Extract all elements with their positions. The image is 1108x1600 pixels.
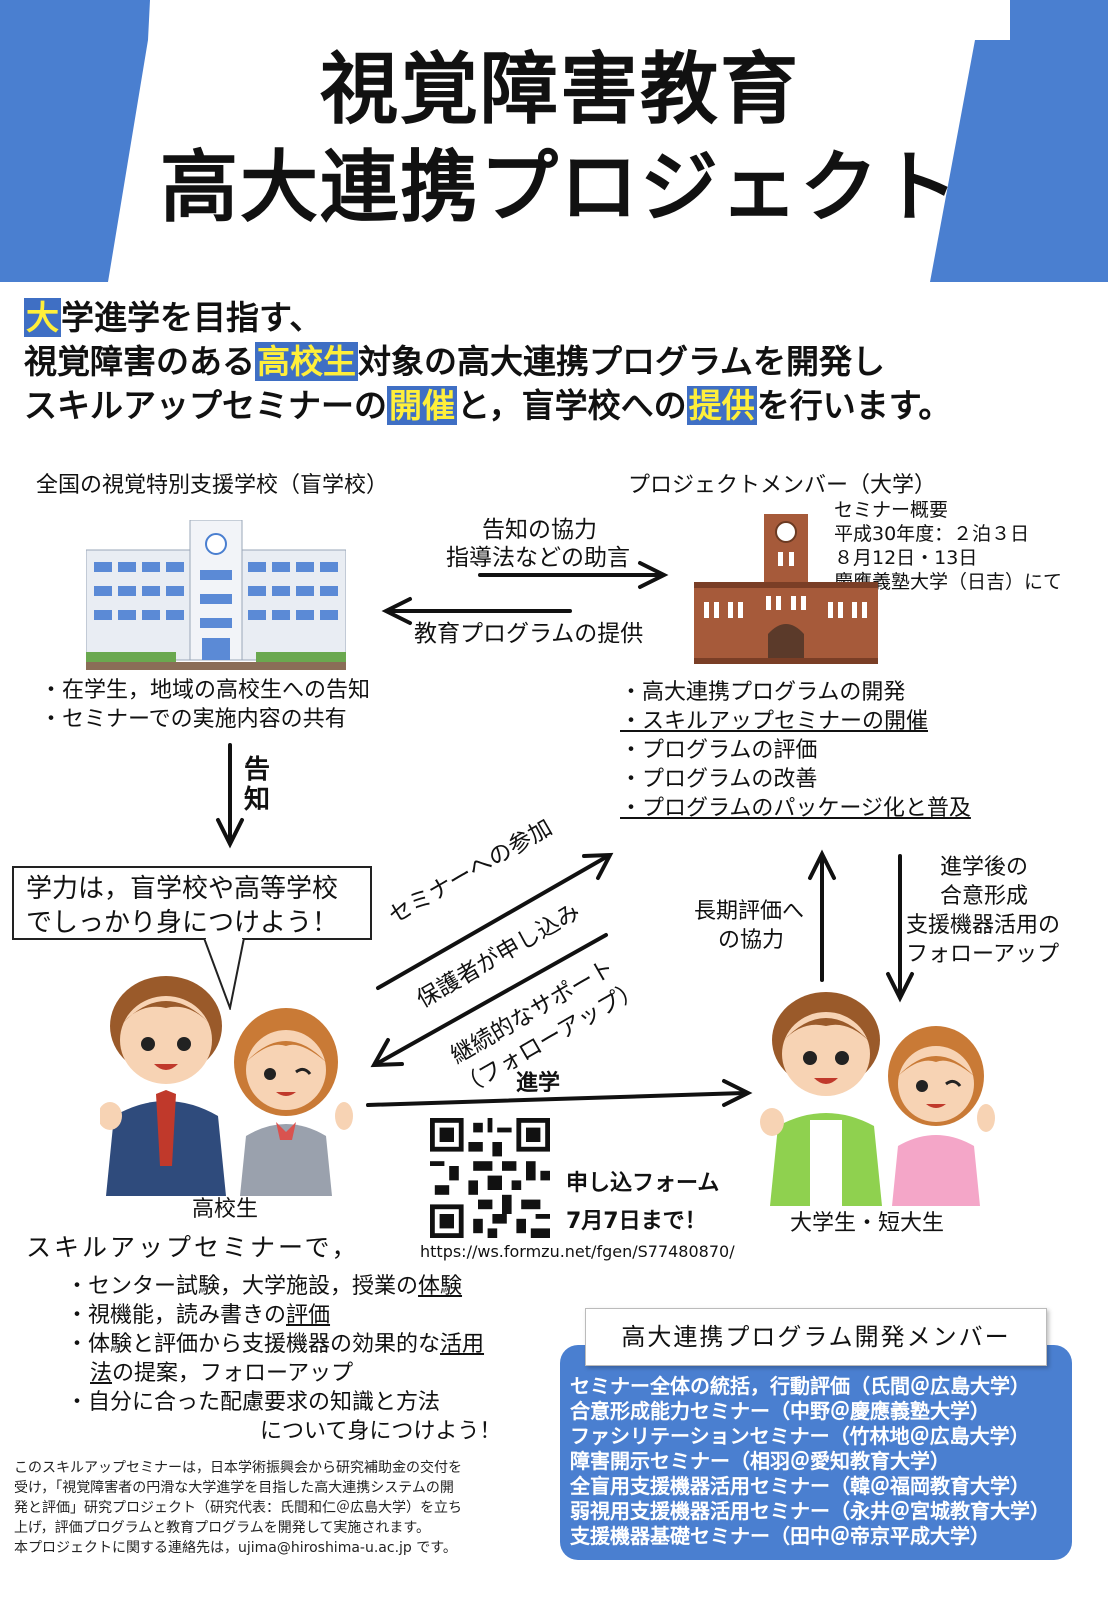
footnote-line: 受け，「視覚障害者の円滑な大学進学を目指した高大連携システムの開 bbox=[14, 1480, 454, 1496]
seminar-point-4: ・自分に合った配慮要求の知識と方法 bbox=[66, 1390, 441, 1415]
seminar-point-4-cont: について身につけよう！ bbox=[260, 1419, 502, 1444]
bubble-line-1: 学力は，盲学校や高等学校 bbox=[26, 874, 339, 904]
speech-bubble-tail bbox=[202, 938, 246, 1010]
seminar-point-3: ・体験と評価から支援機器の効果的な活用 bbox=[66, 1331, 484, 1359]
highlight: 提供 bbox=[686, 386, 757, 425]
school-item-2: ・セミナーでの実施内容の共有 bbox=[40, 707, 347, 732]
arrow-label-program-provision: 教育プログラムの提供 bbox=[414, 621, 644, 647]
intro-line-2: 視覚障害のある高校生対象の高大連携プログラムを開発し bbox=[24, 340, 885, 384]
footnote: このスキルアップセミナーは，日本学術振興会から研究補助金の交付を 受け，「視覚障… bbox=[14, 1458, 542, 1558]
seminar-title: セミナー概要 bbox=[834, 499, 949, 521]
seminar-line-1: 平成30年度：２泊３日 bbox=[834, 523, 1030, 545]
intro-text: 視覚障害のある bbox=[24, 342, 255, 381]
highlight: 大 bbox=[24, 298, 61, 337]
school-heading: 全国の視覚特別支援学校（盲学校） bbox=[36, 473, 389, 498]
arrow-label-advice: 指導法などの助言 bbox=[446, 545, 630, 571]
member-item-7: 支援機器基礎セミナー（田中＠帝京平成大学） bbox=[570, 1524, 990, 1548]
speech-bubble: 学力は，盲学校や高等学校 でしっかり身につけよう！ bbox=[12, 866, 372, 940]
member-item-3: ファシリテーションセミナー（竹林地＠広島大学） bbox=[570, 1424, 1030, 1448]
page-title-line-1: 視覚障害教育 bbox=[319, 45, 800, 135]
point-emphasis: 体験 bbox=[418, 1274, 463, 1299]
arrow-label-after-3: 支援機器活用の bbox=[906, 913, 1061, 938]
seminar-lead: スキルアップセミナーで， bbox=[26, 1233, 360, 1262]
point-text: ・センター試験，大学施設，授業の bbox=[66, 1274, 419, 1299]
arrow-label-notice-2: 知 bbox=[244, 785, 271, 815]
intro-text: を行います。 bbox=[756, 386, 952, 425]
member-item-5: 全盲用支援機器活用セミナー（韓＠福岡教育大学） bbox=[570, 1474, 1030, 1498]
university-building-icon bbox=[694, 514, 878, 664]
bubble-line-2: でしっかり身につけよう！ bbox=[26, 908, 339, 938]
intro-text: 対象の高大連携プログラムを開発し bbox=[358, 342, 886, 381]
highlight: 高校生 bbox=[255, 342, 358, 381]
members-panel bbox=[560, 1345, 1072, 1560]
high-school-students-illustration bbox=[100, 976, 353, 1196]
point-text: の提案，フォローアップ bbox=[112, 1361, 354, 1386]
college-students-illustration bbox=[760, 992, 995, 1206]
university-item-3: ・プログラムの評価 bbox=[620, 738, 818, 763]
point-text: ・視機能，読み書きの bbox=[66, 1303, 287, 1328]
arrow-label-long-eval-1: 長期評価へ bbox=[694, 899, 805, 924]
footnote-line: 上げ，評価プログラムと教育プログラムを開発して実施されます。 bbox=[14, 1520, 430, 1536]
form-url-link[interactable]: https://ws.formzu.net/fgen/S77480870/ bbox=[420, 1242, 735, 1261]
footnote-contact: 本プロジェクトに関する連絡先は，ujima@hiroshima-u.ac.jp … bbox=[14, 1540, 457, 1556]
arrow-label-notice-cooperation: 告知の協力 bbox=[482, 517, 597, 543]
member-item-1: セミナー全体の統括，行動評価（氏間＠広島大学） bbox=[570, 1374, 1030, 1398]
seminar-line-2: ８月12日・13日 bbox=[834, 547, 978, 569]
member-item-2: 合意形成能力セミナー（中野＠慶應義塾大学） bbox=[570, 1399, 990, 1423]
seminar-point-3-cont: 法の提案，フォローアップ bbox=[90, 1360, 353, 1388]
university-item-1: ・高大連携プログラムの開発 bbox=[620, 680, 906, 705]
arrow-label-after-1: 進学後の bbox=[940, 855, 1029, 880]
point-emphasis: 評価 bbox=[286, 1303, 331, 1328]
qr-code-icon[interactable] bbox=[430, 1118, 550, 1238]
school-building-icon bbox=[86, 520, 346, 670]
university-item-2: ・スキルアップセミナーの開催 bbox=[620, 709, 929, 734]
university-item-4: ・プログラムの改善 bbox=[620, 767, 818, 792]
members-title: 高大連携プログラム開発メンバー bbox=[585, 1308, 1047, 1366]
point-emphasis: 法 bbox=[90, 1361, 113, 1386]
member-item-4: 障害開示セミナー（相羽＠愛知教育大学） bbox=[570, 1449, 950, 1473]
arrow-label-after-2: 合意形成 bbox=[940, 884, 1029, 909]
form-deadline: 7月7日まで！ bbox=[566, 1209, 707, 1234]
college-student-label: 大学生・短大生 bbox=[790, 1211, 945, 1236]
intro-line-1: 大学進学を目指す、 bbox=[24, 296, 322, 340]
seminar-point-2: ・視機能，読み書きの評価 bbox=[66, 1302, 330, 1330]
university-item-5: ・プログラムのパッケージ化と普及 bbox=[620, 796, 971, 821]
arrow-label-after-4: フォローアップ bbox=[906, 942, 1060, 967]
high-school-student-label: 高校生 bbox=[192, 1197, 259, 1222]
point-emphasis: 活用 bbox=[440, 1332, 485, 1357]
university-heading: プロジェクトメンバー（大学） bbox=[628, 473, 937, 498]
school-item-1: ・在学生，地域の高校生への告知 bbox=[40, 678, 371, 703]
footnote-line: 発と評価」研究プロジェクト（研究代表：氏間和仁＠広島大学）を立ち bbox=[14, 1500, 462, 1516]
intro-text: 学進学を目指す、 bbox=[61, 298, 323, 337]
member-item-6: 弱視用支援機器活用セミナー（永井＠宮城教育大学） bbox=[570, 1499, 1050, 1523]
intro-line-3: スキルアップセミナーの開催と，盲学校への提供を行います。 bbox=[24, 384, 951, 428]
form-label: 申し込フォーム bbox=[566, 1171, 720, 1196]
intro-text: スキルアップセミナーの bbox=[24, 386, 387, 425]
footnote-line: このスキルアップセミナーは，日本学術振興会から研究補助金の交付を bbox=[14, 1460, 462, 1476]
intro-text: と，盲学校への bbox=[457, 386, 687, 425]
arrow-label-notice-1: 告 bbox=[244, 755, 271, 785]
point-text: ・体験と評価から支援機器の効果的な bbox=[66, 1332, 441, 1357]
seminar-line-3: 慶應義塾大学（日吉）にて bbox=[834, 571, 1063, 593]
page-title-line-2: 高大連携プロジェクト bbox=[159, 143, 960, 233]
arrow-label-advance: 進学 bbox=[516, 1071, 561, 1096]
seminar-point-1: ・センター試験，大学施設，授業の体験 bbox=[66, 1273, 462, 1301]
arrow-label-long-eval-2: の協力 bbox=[718, 928, 785, 953]
title-panel bbox=[108, 0, 1010, 282]
highlight: 開催 bbox=[387, 386, 457, 425]
